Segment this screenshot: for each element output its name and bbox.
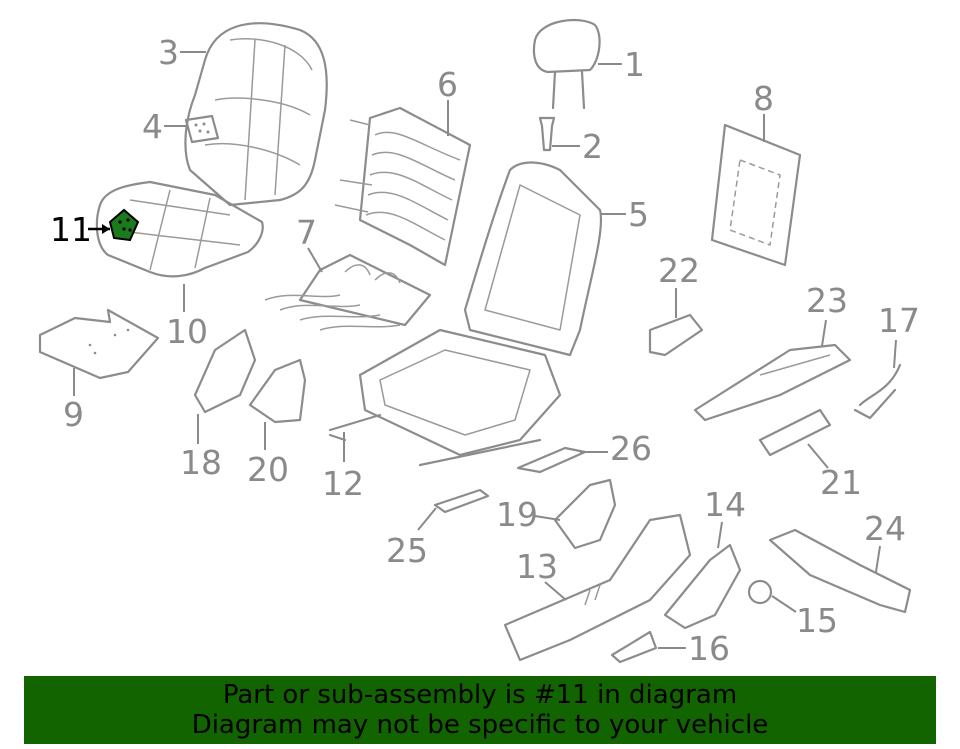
- callout-5: 5: [600, 195, 649, 234]
- part-15-knob[interactable]: [747, 579, 773, 605]
- svg-text:14: 14: [704, 485, 746, 524]
- svg-text:4: 4: [142, 107, 163, 146]
- part-7-seat-springs[interactable]: [264, 253, 432, 331]
- part-20-cable-holder[interactable]: [248, 358, 307, 424]
- callout-15: 15: [771, 595, 838, 640]
- part-24-lower-bracket[interactable]: [768, 528, 912, 614]
- part-16-knob-cover[interactable]: [610, 630, 658, 664]
- callout-21: 21: [807, 443, 862, 502]
- svg-text:21: 21: [820, 463, 862, 502]
- banner-line-1: Part or sub-assembly is #11 in diagram: [222, 680, 738, 710]
- svg-text:24: 24: [864, 509, 906, 548]
- callout-18: 18: [180, 414, 222, 482]
- part-6-spring-mat[interactable]: [334, 106, 472, 267]
- callout-3: 3: [158, 33, 206, 72]
- svg-text:10: 10: [166, 312, 208, 351]
- callout-2: 2: [552, 127, 603, 166]
- part-3-seatback-cover[interactable]: [184, 22, 328, 207]
- part-4-pad[interactable]: [184, 114, 220, 144]
- callout-19: 19: [496, 495, 561, 534]
- part-25-strip[interactable]: [433, 488, 490, 514]
- part-18-side-bracket[interactable]: [193, 328, 257, 414]
- info-banner: Part or sub-assembly is #11 in diagram D…: [24, 676, 936, 744]
- callout-25: 25: [386, 507, 437, 570]
- svg-text:5: 5: [628, 195, 649, 234]
- callout-7: 7: [296, 213, 323, 273]
- callout-9: 9: [63, 368, 84, 434]
- part-13-side-shield[interactable]: [503, 513, 692, 662]
- svg-text:7: 7: [296, 213, 317, 252]
- part-26-strip[interactable]: [516, 446, 587, 474]
- svg-text:3: 3: [158, 33, 179, 72]
- part-12-seat-frame[interactable]: [328, 328, 562, 467]
- svg-text:6: 6: [437, 65, 458, 104]
- part-8-back-panel[interactable]: [710, 123, 802, 267]
- callout-17: 17: [878, 301, 920, 369]
- svg-text:16: 16: [688, 629, 730, 668]
- callout-4: 4: [142, 107, 186, 146]
- part-14-cover[interactable]: [663, 543, 742, 630]
- svg-text:15: 15: [796, 601, 838, 640]
- callout-11: 11: [50, 210, 110, 249]
- svg-text:1: 1: [624, 45, 645, 84]
- svg-text:26: 26: [610, 429, 652, 468]
- callout-24: 24: [864, 509, 906, 573]
- part-9-floor-pad[interactable]: [38, 308, 160, 380]
- part-22-bracket[interactable]: [648, 313, 704, 357]
- svg-text:17: 17: [878, 301, 920, 340]
- svg-text:25: 25: [386, 531, 428, 570]
- svg-text:11: 11: [50, 210, 92, 249]
- part-11-highlighted-pad[interactable]: [108, 208, 140, 242]
- svg-text:9: 9: [63, 395, 84, 434]
- seat-parts-diagram: 1 2 3 4 5 6 7 8 9 10 11 12: [38, 18, 920, 668]
- svg-text:13: 13: [516, 547, 558, 586]
- svg-text:2: 2: [582, 127, 603, 166]
- part-2-headrest-guide[interactable]: [538, 116, 556, 152]
- callout-1: 1: [598, 45, 645, 84]
- svg-text:20: 20: [247, 450, 289, 489]
- callout-26: 26: [580, 429, 652, 468]
- svg-text:23: 23: [806, 281, 848, 320]
- part-5-seatback-frame[interactable]: [463, 161, 603, 357]
- callout-22: 22: [658, 251, 700, 318]
- banner-line-2: Diagram may not be specific to your vehi…: [191, 710, 769, 740]
- callout-14: 14: [704, 485, 746, 549]
- svg-text:22: 22: [658, 251, 700, 290]
- callout-8: 8: [753, 79, 774, 142]
- callout-23: 23: [806, 281, 848, 347]
- svg-text:8: 8: [753, 79, 774, 118]
- callout-10: 10: [166, 284, 208, 351]
- callout-20: 20: [247, 422, 289, 489]
- svg-text:12: 12: [322, 464, 364, 503]
- part-21-rail-cover[interactable]: [758, 408, 832, 457]
- part-10-seat-cushion[interactable]: [95, 180, 264, 278]
- part-23-seat-track[interactable]: [693, 343, 852, 422]
- callout-16: 16: [658, 629, 730, 668]
- callout-13: 13: [516, 547, 567, 601]
- svg-text:19: 19: [496, 495, 538, 534]
- part-19-harness-bracket[interactable]: [553, 478, 617, 550]
- svg-text:18: 18: [180, 443, 222, 482]
- callout-12: 12: [322, 432, 364, 503]
- part-17-harness[interactable]: [853, 363, 902, 420]
- part-1-headrest[interactable]: [532, 18, 601, 110]
- callout-6: 6: [437, 65, 458, 136]
